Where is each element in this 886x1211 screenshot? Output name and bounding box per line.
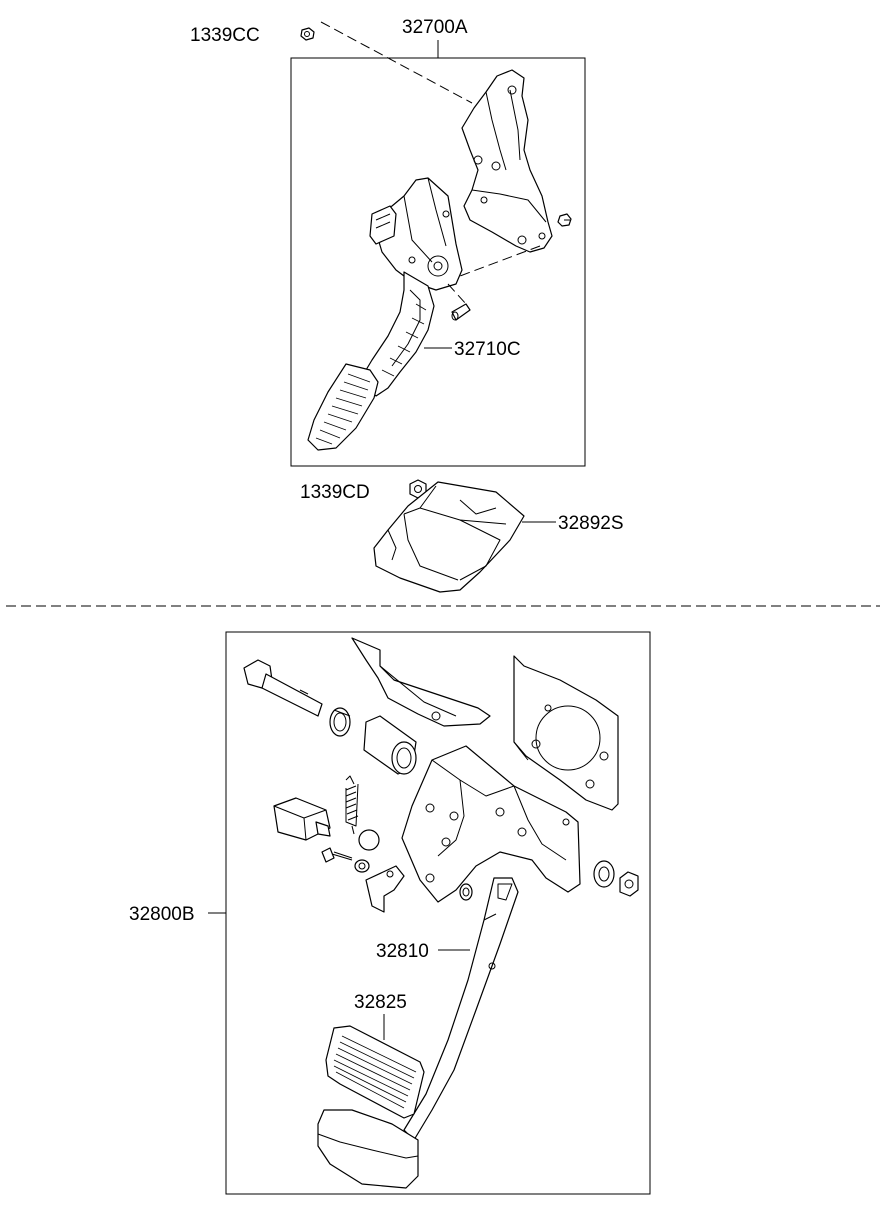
right-bushing-icon bbox=[593, 860, 615, 888]
pedal-pin-icon bbox=[451, 303, 471, 321]
label-32800B[interactable]: 32800B bbox=[129, 904, 195, 925]
leader-1339CC bbox=[320, 21, 473, 104]
accelerator-pedal-pad bbox=[307, 363, 379, 451]
stopper-cap-icon bbox=[358, 829, 380, 851]
pedal-mounting-bracket bbox=[461, 69, 553, 253]
clutch-switch-icon bbox=[273, 797, 331, 841]
pivot-bolt-icon bbox=[243, 659, 323, 717]
small-collar-icon bbox=[459, 883, 473, 901]
floor-mat-pad-32892S bbox=[373, 481, 525, 593]
pedal-mount-plate bbox=[513, 655, 619, 811]
adjuster-bolt-icon bbox=[321, 847, 353, 863]
label-32810[interactable]: 32810 bbox=[376, 941, 429, 962]
pedal-bushing-icon bbox=[329, 707, 351, 737]
switch-bracket-icon bbox=[365, 865, 405, 913]
label-32700A[interactable]: 32700A bbox=[402, 17, 468, 38]
nut-1339CC-icon bbox=[300, 27, 315, 41]
clutch-pedal-rubber-pad bbox=[325, 1025, 425, 1119]
label-1339CD[interactable]: 1339CD bbox=[300, 482, 370, 503]
pin-dash-line bbox=[447, 283, 467, 305]
return-spring-icon bbox=[345, 775, 359, 835]
label-32825[interactable]: 32825 bbox=[354, 992, 407, 1013]
right-nut-icon bbox=[619, 871, 639, 897]
bracket-nut-icon bbox=[557, 213, 572, 227]
adjuster-nut-icon bbox=[354, 859, 370, 873]
label-32710C[interactable]: 32710C bbox=[454, 339, 521, 360]
clutch-pedal-bracket bbox=[401, 745, 581, 903]
label-32892S[interactable]: 32892S bbox=[558, 513, 624, 534]
accelerator-pedal-arm bbox=[359, 271, 435, 397]
clutch-pedal-assembly-section: 32800B bbox=[129, 631, 651, 1195]
clutch-pedal-pad-base bbox=[317, 1109, 419, 1189]
accelerator-pedal-assembly-section: 1339CC 32700A bbox=[190, 17, 624, 593]
pedal-sleeve-icon bbox=[363, 715, 417, 775]
upper-pedal-bracket bbox=[351, 637, 491, 727]
pedal-sensor-housing bbox=[369, 177, 463, 291]
label-1339CC[interactable]: 1339CC bbox=[190, 25, 260, 46]
clutch-pedal-arm bbox=[403, 877, 519, 1141]
